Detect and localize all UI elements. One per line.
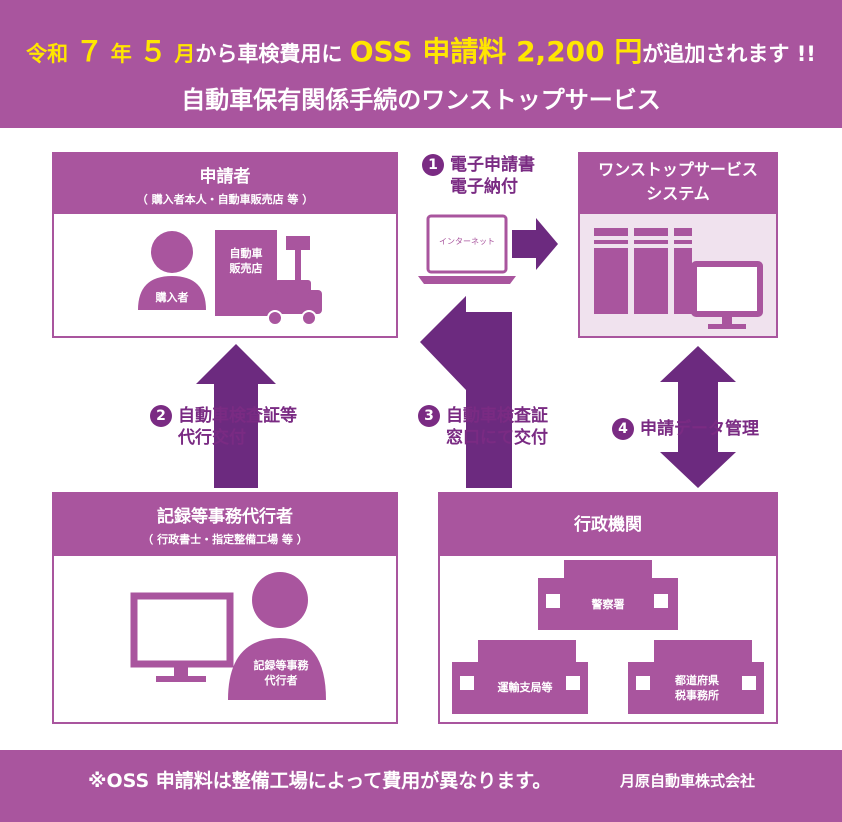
agent-illustration (130, 572, 326, 700)
tax-office-line1: 都道府県 (675, 674, 719, 687)
footer-note: ※OSS 申請料は整備工場によって費用が異なります。 (88, 770, 552, 792)
laptop-screen-text: インターネット (439, 237, 495, 246)
dealer-label-line1: 自動車 (229, 247, 263, 260)
step4-line1: 申請データ管理 (640, 419, 759, 439)
step2-line1: 自動車検査証等 (178, 406, 297, 426)
arrow-right-icon (512, 218, 558, 270)
step2-text: 自動車検査証等代行交付 (178, 405, 297, 449)
footer-banner (0, 750, 842, 822)
step4-number-badge: 4 (612, 418, 634, 440)
step1-label: 1 電子申請書電子納付 (422, 154, 535, 198)
server-rack-icon (594, 228, 692, 314)
transport-label: 運輸支局等 (497, 681, 553, 694)
oss-fee-text: OSS 申請料 2,200 円 (349, 35, 643, 68)
company-name: 月原自動車株式会社 (620, 772, 756, 790)
applicant-illustration (138, 230, 322, 326)
step2-label: 2 自動車検査証等代行交付 (150, 405, 297, 449)
tax-office-building-icon (628, 640, 764, 714)
agent-person-icon (228, 572, 326, 700)
announcement-end: が追加されます !! (642, 42, 816, 66)
system-title-line1: ワンストップサービス (598, 160, 758, 179)
announcement-line: 令和 ７ 年 ５ 月から車検費用に OSS 申請料 2,200 円が追加されます… (0, 30, 842, 70)
tax-office-label: 都道府県 税事務所 (652, 673, 742, 703)
step3-label: 3 自動車検査証窓口にて交付 (418, 405, 548, 449)
server-illustration (594, 228, 763, 329)
header-banner (0, 0, 842, 128)
header-subtitle: 自動車保有関係手続のワンストップサービス (181, 86, 661, 114)
year-unit: 年 (110, 42, 132, 66)
step1-text: 電子申請書電子納付 (450, 154, 535, 198)
step2-line2: 代行交付 (178, 428, 246, 448)
step2-number-badge: 2 (150, 405, 172, 427)
step3-line1: 自動車検査証 (446, 406, 548, 426)
agent-person-line2: 代行者 (264, 674, 298, 687)
month-unit: 月 (174, 42, 196, 66)
announcement-middle: から車検費用に (195, 42, 343, 66)
applicant-title: 申請者 (199, 167, 251, 187)
dealer-store-icon (215, 230, 310, 316)
step4-label: 4 申請データ管理 (612, 418, 759, 440)
step2-up-arrow-icon (196, 344, 276, 488)
laptop-illustration (418, 214, 558, 284)
system-header: ワンストップサービス システム (580, 154, 776, 214)
monitor-icon (691, 261, 763, 329)
agent-header: 記録等事務代行者 （ 行政書士・指定整備工場 等 ） (54, 494, 396, 556)
applicant-header: 申請者 （ 購入者本人・自動車販売店 等 ） (54, 154, 396, 214)
year-number: ７ (75, 35, 104, 68)
laptop-icon (418, 214, 516, 284)
dealer-label-line2: 販売店 (229, 262, 263, 275)
month-number: ５ (139, 35, 168, 68)
applicant-subtitle: （ 購入者本人・自動車販売店 等 ） (136, 193, 314, 206)
tax-office-line2: 税事務所 (675, 689, 719, 702)
agent-person-line1: 記録等事務 (253, 659, 309, 672)
agent-monitor-icon (130, 592, 234, 682)
buyer-label: 購入者 (155, 291, 189, 304)
transport-building-icon (452, 640, 588, 714)
buyer-person-icon (138, 231, 206, 310)
government-illustration (452, 560, 764, 714)
step1-number-badge: 1 (422, 154, 444, 176)
agent-title: 記録等事務代行者 (157, 507, 293, 527)
step1-line2: 電子納付 (450, 177, 518, 197)
government-header: 行政機関 (440, 494, 776, 556)
step3-number-badge: 3 (418, 405, 440, 427)
step1-line1: 電子申請書 (450, 155, 535, 175)
step4-double-arrow-icon (660, 346, 736, 488)
agent-box: 記録等事務代行者 （ 行政書士・指定整備工場 等 ） (52, 492, 398, 724)
dealer-label: 自動車 販売店 (215, 246, 277, 276)
agent-person-label: 記録等事務 代行者 (236, 658, 326, 688)
agent-subtitle: （ 行政書士・指定整備工場 等 ） (142, 533, 308, 546)
police-building-icon (538, 560, 678, 630)
era-text: 令和 (26, 42, 69, 66)
system-title-line2: システム (646, 184, 710, 203)
step3-line2: 窓口にて交付 (446, 428, 548, 448)
dealer-car-icon (262, 280, 322, 326)
step3-text: 自動車検査証窓口にて交付 (446, 405, 548, 449)
police-label: 警察署 (591, 598, 625, 611)
step3-arrow-head (420, 296, 466, 390)
